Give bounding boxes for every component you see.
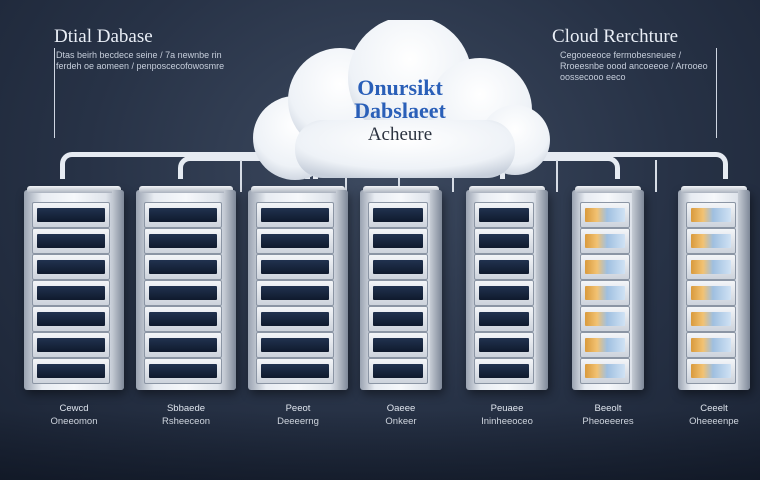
server-rack-side bbox=[536, 190, 548, 390]
cloud-text-line-3: Acheure bbox=[367, 124, 433, 145]
cloud-text-line-1: Onursikt bbox=[357, 75, 443, 100]
connector-stem bbox=[655, 160, 657, 192]
server-label-line-1: Sbbaede bbox=[166, 403, 206, 414]
server-drawer bbox=[474, 254, 534, 280]
cloud-text-line-2: Dabslaeet bbox=[354, 98, 446, 123]
server-rack bbox=[136, 186, 236, 390]
server-rack-side bbox=[112, 190, 124, 390]
server-drawer bbox=[144, 202, 222, 228]
server-rack-side bbox=[430, 190, 442, 390]
server-drawer bbox=[144, 228, 222, 254]
server-rack bbox=[678, 186, 750, 390]
server-label-line-1: Peuaee bbox=[490, 403, 524, 414]
server-drawer bbox=[144, 332, 222, 358]
server-drawer bbox=[256, 306, 334, 332]
server-rack bbox=[360, 186, 442, 390]
server-rack bbox=[572, 186, 644, 390]
server-drawer bbox=[686, 254, 736, 280]
server-drawer bbox=[368, 332, 428, 358]
server-rack-side bbox=[336, 190, 348, 390]
right-subtitle: Cegooeeoce fermobesneuee / Rroeesnbe ooo… bbox=[560, 50, 708, 82]
server-drawer bbox=[256, 332, 334, 358]
server-rack-cap bbox=[251, 186, 345, 193]
server-drawer bbox=[580, 306, 630, 332]
server-drawer bbox=[256, 228, 334, 254]
right-title: Cloud Rerchture bbox=[552, 26, 679, 47]
server-rack-cap bbox=[27, 186, 121, 193]
server-drawer bbox=[580, 358, 630, 384]
connector-stem bbox=[345, 168, 347, 192]
server-drawer bbox=[474, 358, 534, 384]
server-drawer bbox=[474, 306, 534, 332]
server-drawer bbox=[32, 202, 110, 228]
server-drawer bbox=[32, 332, 110, 358]
server-drawer bbox=[686, 228, 736, 254]
server-drawer bbox=[686, 332, 736, 358]
server-drawer bbox=[368, 306, 428, 332]
server-drawer bbox=[686, 306, 736, 332]
server-label-line-1: Peeot bbox=[285, 403, 311, 414]
server-drawer bbox=[144, 254, 222, 280]
connector-stem bbox=[452, 168, 454, 192]
server-label-line-1: Cewcd bbox=[59, 403, 89, 414]
server-drawer bbox=[580, 228, 630, 254]
server-drawer bbox=[686, 280, 736, 306]
server-drawer bbox=[686, 358, 736, 384]
server-drawer bbox=[256, 202, 334, 228]
right-divider bbox=[716, 48, 717, 138]
server-rack bbox=[248, 186, 348, 390]
server-drawer bbox=[368, 254, 428, 280]
server-drawer bbox=[474, 280, 534, 306]
server-label-line-1: Oaeee bbox=[386, 403, 416, 414]
server-drawer bbox=[32, 358, 110, 384]
server-rack-side bbox=[738, 190, 750, 390]
server-drawer bbox=[368, 358, 428, 384]
server-rack-cap bbox=[363, 186, 439, 193]
server-drawer bbox=[580, 332, 630, 358]
server-drawer bbox=[144, 358, 222, 384]
server-rack-side bbox=[632, 190, 644, 390]
server-drawer bbox=[32, 306, 110, 332]
server-label-line-1: Beeolt bbox=[594, 403, 622, 414]
server-rack bbox=[24, 186, 124, 390]
cloud-icon bbox=[253, 16, 550, 180]
server-rack-cap bbox=[575, 186, 641, 193]
server-rack-cap bbox=[139, 186, 233, 193]
server-drawer bbox=[368, 228, 428, 254]
left-title: Dtial Dabase bbox=[54, 26, 153, 47]
server-rack-cap bbox=[469, 186, 545, 193]
server-drawer bbox=[474, 228, 534, 254]
connector-stem bbox=[398, 168, 400, 192]
server-drawer bbox=[32, 228, 110, 254]
server-drawer bbox=[580, 280, 630, 306]
server-drawer bbox=[474, 332, 534, 358]
server-label-line-1: Ceeelt bbox=[700, 403, 728, 414]
connector-stem bbox=[556, 160, 558, 192]
server-drawer bbox=[256, 358, 334, 384]
server-drawer bbox=[32, 280, 110, 306]
server-rack-cap bbox=[681, 186, 747, 193]
server-drawer bbox=[686, 202, 736, 228]
server-drawer bbox=[580, 254, 630, 280]
server-drawer bbox=[256, 254, 334, 280]
server-rack bbox=[466, 186, 548, 390]
server-rack-side bbox=[224, 190, 236, 390]
server-drawer bbox=[474, 202, 534, 228]
server-drawer bbox=[144, 280, 222, 306]
server-drawer bbox=[256, 280, 334, 306]
connector-stem bbox=[240, 160, 242, 192]
server-drawer bbox=[580, 202, 630, 228]
floor-shadow bbox=[0, 410, 760, 480]
server-drawer bbox=[368, 202, 428, 228]
server-drawer bbox=[32, 254, 110, 280]
left-subtitle: Dtas beirh becdece seine / 7a newnbe rin… bbox=[56, 50, 225, 71]
server-drawer bbox=[368, 280, 428, 306]
server-drawer bbox=[144, 306, 222, 332]
cloud-shape: Onursikt Dabslaeet Acheure bbox=[240, 16, 560, 190]
left-divider bbox=[54, 48, 55, 138]
